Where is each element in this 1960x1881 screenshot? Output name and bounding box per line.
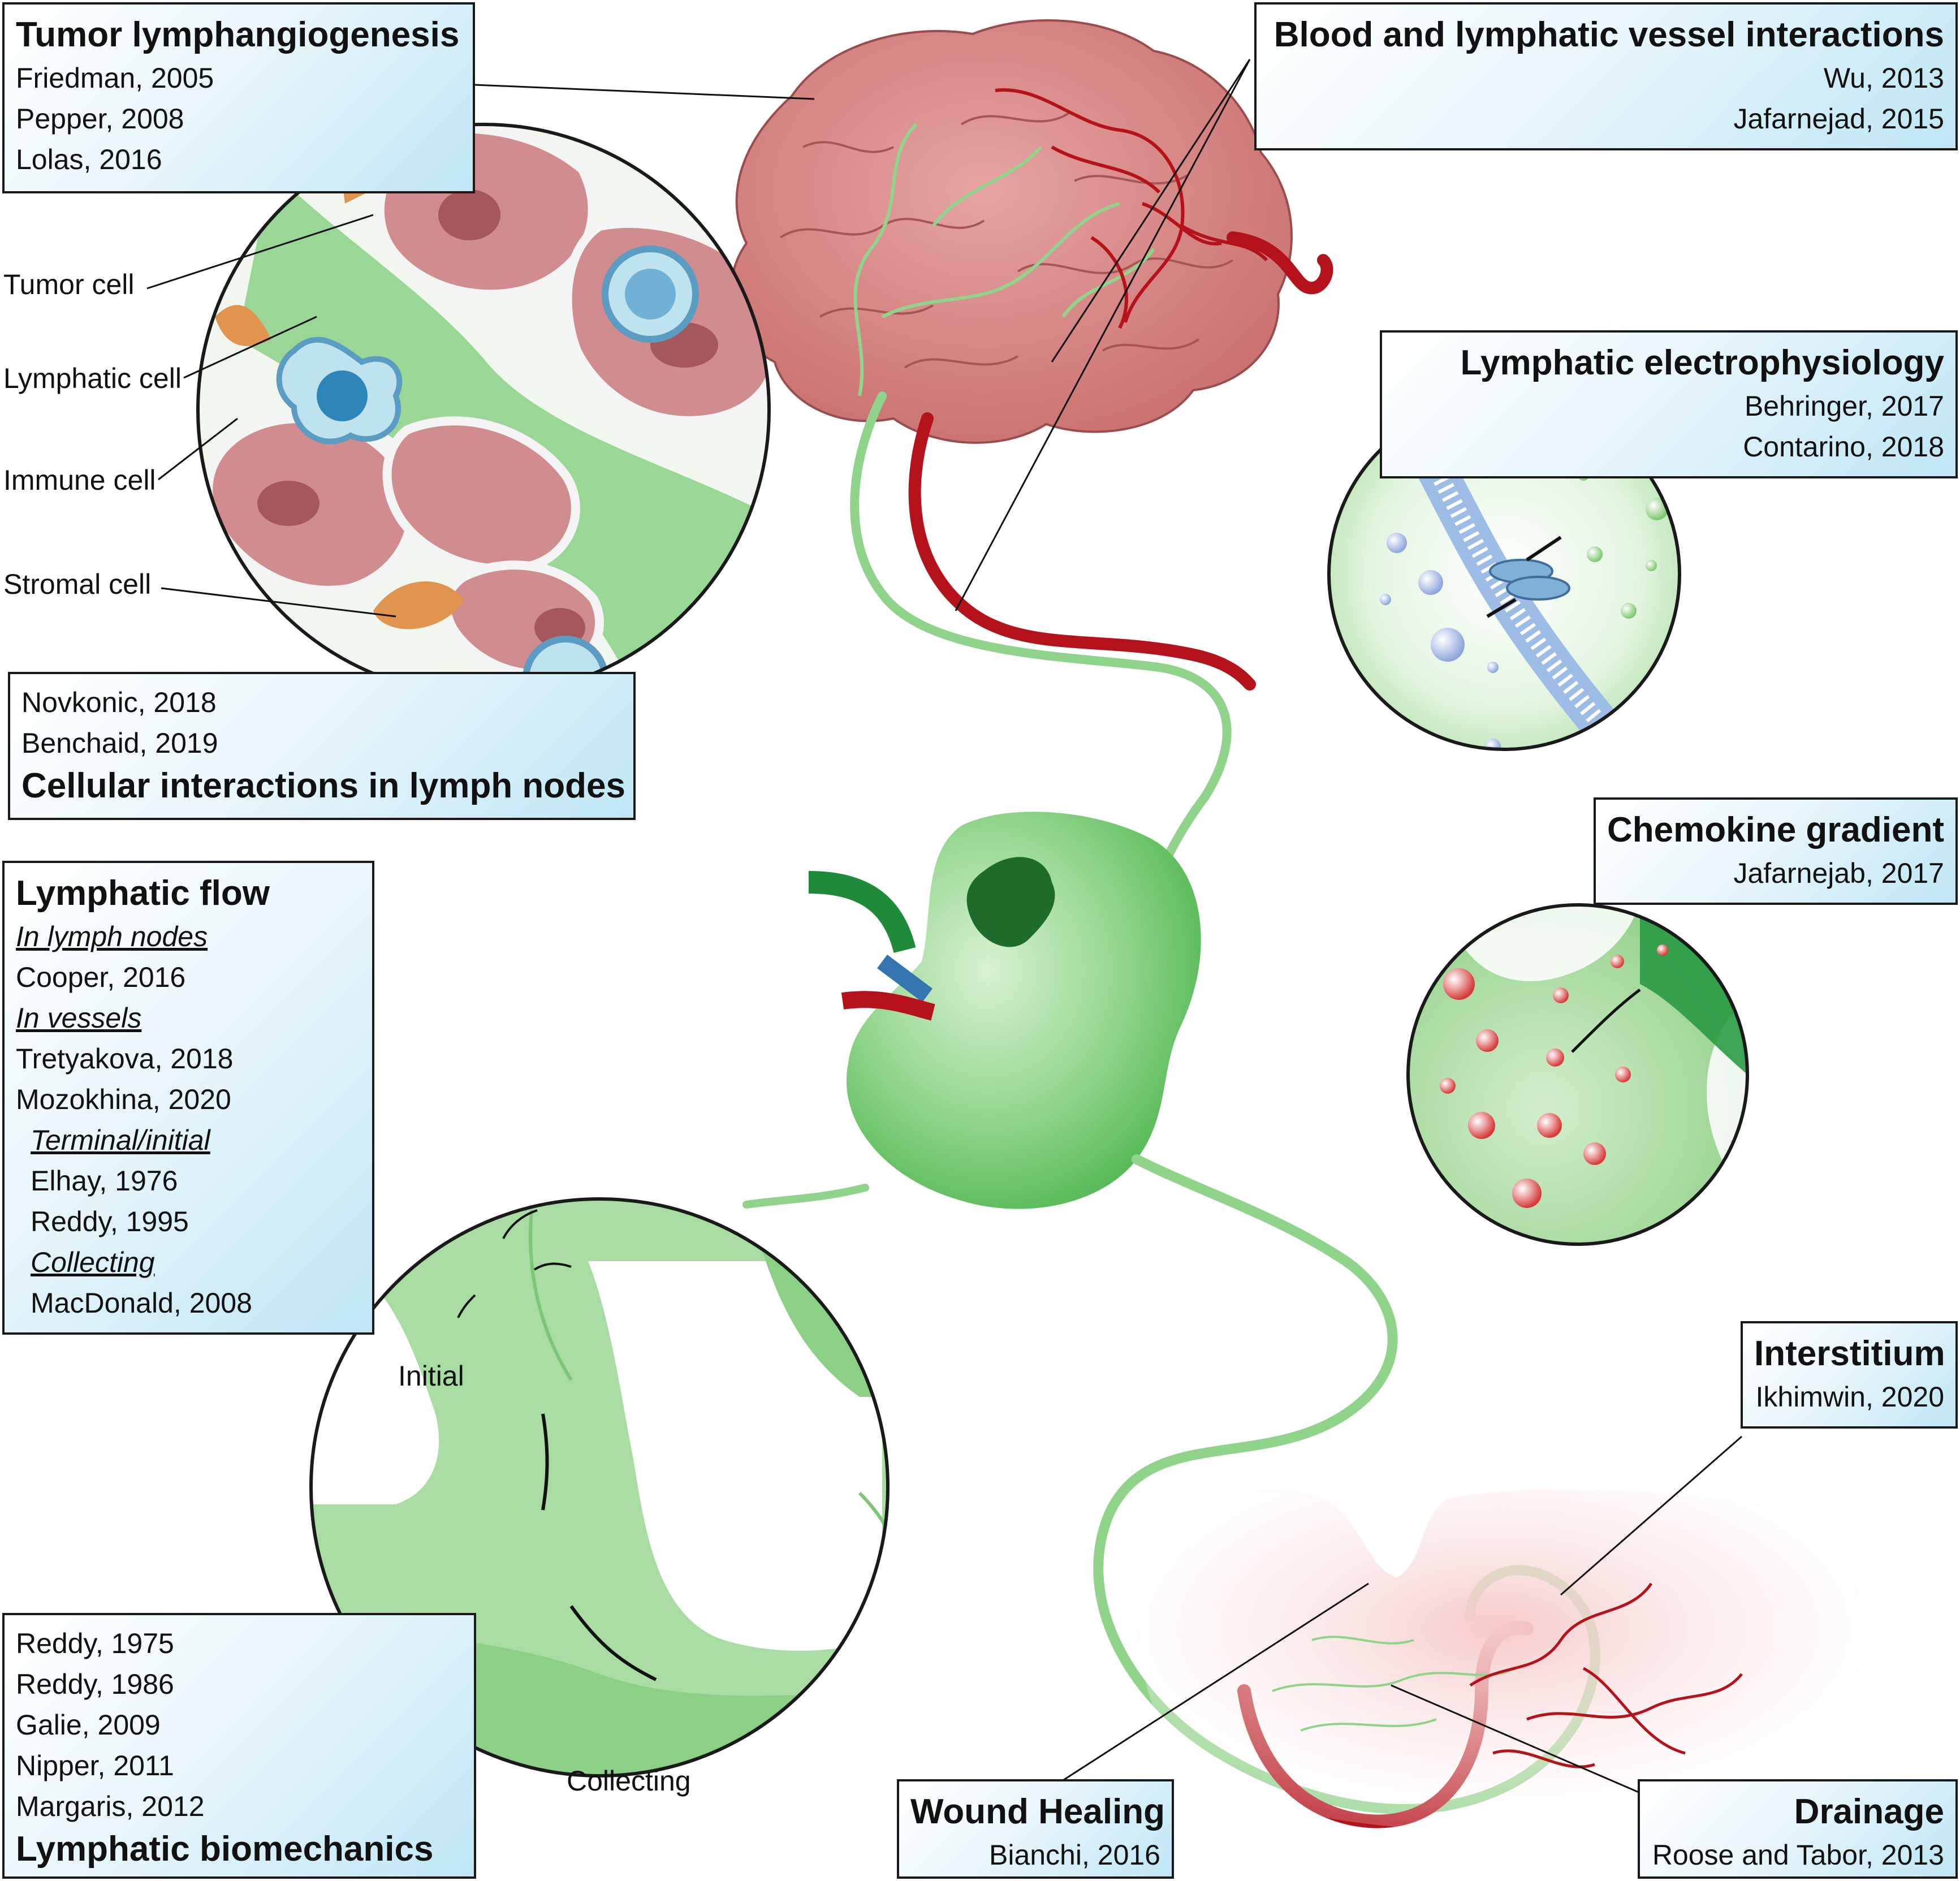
lymphatic-biomechanics-box: Reddy, 1975 Reddy, 1986 Galie, 2009 Nipp… xyxy=(2,1613,476,1879)
reference: Tretyakova, 2018 xyxy=(16,1043,234,1075)
drainage-box: Drainage Roose and Tabor, 2013 xyxy=(1638,1779,1958,1879)
reference: Roose and Tabor, 2013 xyxy=(1652,1839,1944,1871)
label-tumor-cell: Tumor cell xyxy=(3,269,135,300)
box-title: Wound Healing xyxy=(910,1792,1165,1831)
reference: Reddy, 1975 xyxy=(16,1628,174,1659)
lymph-node xyxy=(846,812,1201,1209)
label-collecting: Collecting xyxy=(567,1765,691,1797)
chemokine-box: Chemokine gradient Jafarnejab, 2017 xyxy=(1594,797,1958,905)
subheading: Terminal/initial xyxy=(31,1124,210,1156)
reference: Wu, 2013 xyxy=(1823,62,1944,94)
wound-healing-box: Wound Healing Bianchi, 2016 xyxy=(897,1779,1174,1879)
reference: MacDonald, 2008 xyxy=(31,1287,252,1319)
reference: Reddy, 1986 xyxy=(16,1668,174,1700)
box-title: Tumor lymphangiogenesis xyxy=(16,15,460,54)
reference: Ikhimwin, 2020 xyxy=(1755,1381,1945,1413)
reference: Galie, 2009 xyxy=(16,1709,161,1741)
interstitium-box: Interstitium Ikhimwin, 2020 xyxy=(1741,1321,1958,1429)
label-initial: Initial xyxy=(398,1360,464,1392)
box-title: Cellular interactions in lymph nodes xyxy=(21,766,625,805)
reference: Nipper, 2011 xyxy=(16,1750,174,1781)
reference: Benchaid, 2019 xyxy=(21,727,218,759)
reference: Novkonic, 2018 xyxy=(21,687,217,718)
reference: Contarino, 2018 xyxy=(1743,431,1944,463)
electrophysiology-box: Lymphatic electrophysiology Behringer, 2… xyxy=(1380,330,1958,478)
tumor-mass xyxy=(729,19,1333,444)
reference: Jafarnejad, 2015 xyxy=(1733,103,1944,135)
box-title: Chemokine gradient xyxy=(1607,810,1944,849)
label-lymphatic-cell: Lymphatic cell xyxy=(3,363,182,394)
connecting-vessels xyxy=(742,391,1600,1828)
reference: Cooper, 2016 xyxy=(16,961,186,993)
reference: Elhay, 1976 xyxy=(31,1165,178,1197)
box-title: Lymphatic biomechanics xyxy=(16,1830,434,1869)
box-title: Lymphatic flow xyxy=(16,874,270,913)
cellular-interactions-box: Novkonic, 2018 Benchaid, 2019 Cellular i… xyxy=(8,672,636,820)
leader-lines xyxy=(146,59,1742,1800)
reference: Reddy, 1995 xyxy=(31,1206,189,1237)
label-stromal-cell: Stromal cell xyxy=(3,568,152,600)
tumor-lymphangiogenesis-box: Tumor lymphangiogenesis Friedman, 2005 P… xyxy=(2,2,475,193)
subheading: In vessels xyxy=(16,1002,142,1034)
box-title: Blood and lymphatic vessel interactions xyxy=(1273,15,1944,54)
blood-lymphatic-box: Blood and lymphatic vessel interactions … xyxy=(1254,2,1958,150)
reference: Behringer, 2017 xyxy=(1744,390,1944,422)
box-title: Lymphatic electrophysiology xyxy=(1460,343,1944,382)
wound-tissue xyxy=(1136,1489,1860,1837)
reference: Pepper, 2008 xyxy=(16,103,184,135)
reference: Mozokhina, 2020 xyxy=(16,1084,231,1115)
box-title: Interstitium xyxy=(1754,1334,1945,1373)
box-title: Drainage xyxy=(1794,1792,1944,1831)
reference: Friedman, 2005 xyxy=(16,62,214,94)
lymphatic-flow-box: Lymphatic flow In lymph nodes Cooper, 20… xyxy=(2,861,374,1335)
subheading: Collecting xyxy=(31,1246,155,1278)
subheading: In lymph nodes xyxy=(16,921,208,952)
label-immune-cell: Immune cell xyxy=(3,464,156,496)
reference: Jafarnejab, 2017 xyxy=(1733,857,1944,889)
chemokine-zoom xyxy=(1406,903,1749,1246)
reference: Lolas, 2016 xyxy=(16,144,162,175)
lymph-node-cell-zoom xyxy=(196,123,771,697)
reference: Margaris, 2012 xyxy=(16,1791,205,1822)
reference: Bianchi, 2016 xyxy=(988,1839,1160,1871)
